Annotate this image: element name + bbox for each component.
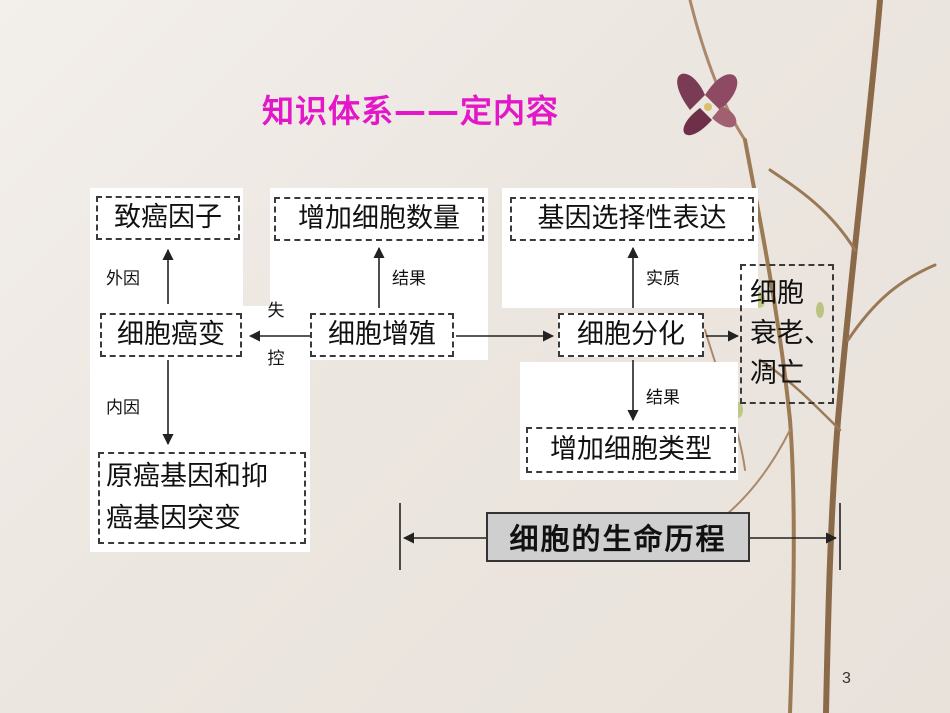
node-cell-aging-apoptosis: 细胞 衰老、 凋亡 [740, 264, 834, 404]
node-gene-mutation-line2: 癌基因突变 [106, 503, 241, 534]
label-loss-of-control-1: 失 [267, 301, 285, 321]
label-result-types: 结果 [646, 388, 680, 408]
node-aging-line1: 细胞 [750, 278, 804, 310]
label-essence: 实质 [646, 269, 680, 289]
node-gene-mutation: 原癌基因和抑 癌基因突变 [98, 452, 306, 544]
label-internal-cause: 内因 [106, 398, 140, 418]
node-increase-cell-number: 增加细胞数量 [274, 197, 484, 241]
page-number: 3 [842, 670, 851, 687]
node-gene-mutation-line1: 原癌基因和抑 [106, 461, 268, 493]
life-history-label: 细胞的生命历程 [486, 512, 750, 562]
node-increase-cell-types: 增加细胞类型 [526, 427, 736, 473]
node-carcinogen: 致癌因子 [96, 196, 240, 240]
node-cell-proliferation: 细胞增殖 [310, 313, 454, 357]
page-title: 知识体系——定内容 [262, 92, 560, 130]
label-loss-of-control-2: 控 [267, 349, 285, 369]
label-result-number: 结果 [392, 269, 426, 289]
node-cell-differentiation: 细胞分化 [558, 313, 704, 357]
node-aging-line2: 衰老、 [750, 318, 831, 350]
node-gene-selective-expression: 基因选择性表达 [510, 197, 754, 241]
node-cell-cancer: 细胞癌变 [100, 313, 242, 357]
label-external-cause: 外因 [106, 269, 140, 289]
node-aging-line3: 凋亡 [750, 357, 804, 389]
